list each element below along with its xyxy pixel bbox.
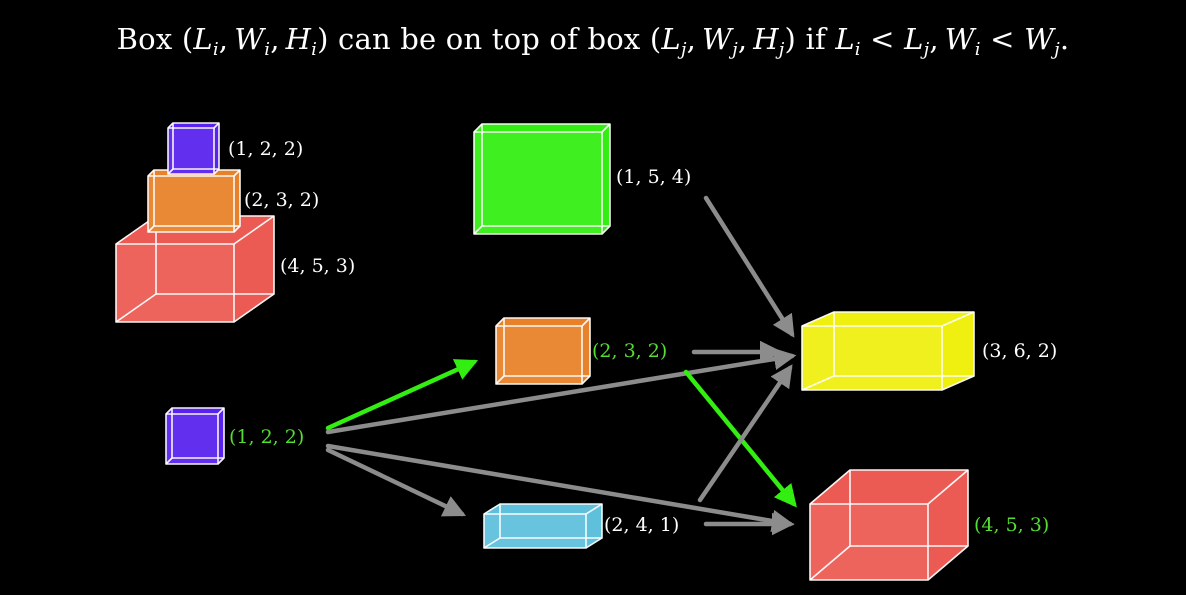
- stack-label-4-5-3: (4, 5, 3): [280, 255, 355, 277]
- stack-box-4-5-3: [115, 215, 275, 323]
- edge-n154-n362: [703, 195, 795, 338]
- stack-label-1-2-2: (1, 2, 2): [228, 138, 303, 160]
- node-box-n232: [495, 317, 591, 385]
- edge-n122-n362: [325, 347, 797, 435]
- page-title: Box (Li, Wi, Hi) can be on top of box (L…: [116, 22, 1070, 60]
- boxes-layer: [115, 122, 975, 581]
- title-text: Box: [116, 22, 173, 56]
- node-label-n154: (1, 5, 4): [616, 166, 691, 188]
- edge-n122-n241: [325, 447, 467, 517]
- node-box-n362: [801, 311, 975, 391]
- stack-box-1-2-2: [167, 122, 220, 175]
- node-label-n122: (1, 2, 2): [229, 426, 304, 448]
- title-text: can be on top of box: [338, 22, 641, 56]
- edge-n122-n232: [325, 359, 479, 431]
- node-box-n154: [473, 123, 611, 235]
- node-box-n122: [165, 407, 225, 465]
- edge-n122-n453: [325, 443, 795, 533]
- edges-layer: [325, 195, 797, 536]
- node-box-n453: [809, 469, 969, 581]
- node-label-n362: (3, 6, 2): [982, 340, 1057, 362]
- stack-label-2-3-2: (2, 3, 2): [244, 189, 319, 211]
- labels-layer: (1, 2, 2) (2, 3, 2) (4, 5, 3) (1, 2, 2) (1, …: [228, 138, 1057, 536]
- title-text: if: [805, 22, 826, 56]
- node-label-n232: (2, 3, 2): [592, 340, 667, 362]
- node-label-n453: (4, 5, 3): [974, 514, 1049, 536]
- node-label-n241: (2, 4, 1): [604, 514, 679, 536]
- edge-n241-n362: [697, 364, 793, 503]
- node-box-n241: [483, 503, 603, 549]
- stack-box-2-3-2: [147, 169, 241, 233]
